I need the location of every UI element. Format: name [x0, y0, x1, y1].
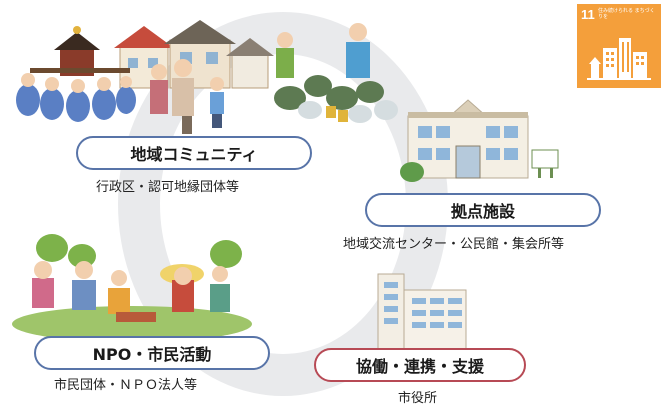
city-buildings-icon — [587, 38, 651, 80]
community-caption: 行政区・認可地縁団体等 — [96, 180, 240, 195]
sdg-text: 住み続けられる まちづくりを — [598, 8, 655, 20]
city-caption: 市役所 — [398, 391, 438, 406]
community-label: 地域コミュニティ — [76, 136, 312, 170]
facility-label: 拠点施設 — [365, 193, 601, 227]
sdg-11-badge: 11 住み続けられる まちづくりを — [577, 4, 661, 88]
npo-caption: 市民団体・ＮＰＯ法人等 — [54, 378, 198, 393]
facility-illustration — [400, 99, 559, 182]
sdg-number: 11 — [581, 7, 595, 22]
community-illustration — [16, 20, 398, 134]
city-hall-illustration — [377, 273, 467, 352]
facility-caption: 地域交流センター・公民館・集会所等 — [343, 237, 565, 252]
npo-illustration — [12, 234, 252, 338]
city-label: 協働・連携・支援 — [314, 348, 526, 382]
npo-label: NPO・市民活動 — [34, 336, 270, 370]
